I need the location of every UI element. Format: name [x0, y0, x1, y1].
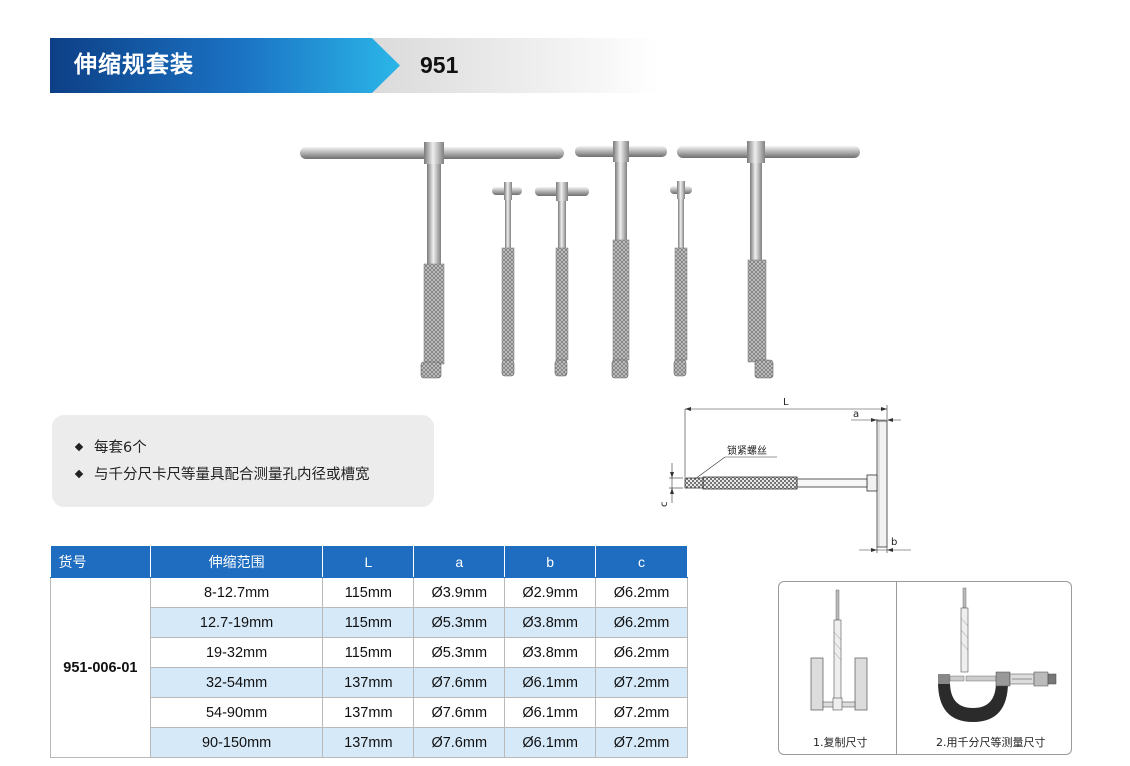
usage-step1-illustration	[810, 589, 868, 711]
table-row: 12.7-19mm 115mm Ø5.3mm Ø3.8mm Ø6.2mm	[51, 607, 688, 638]
gauge-small-2	[535, 182, 589, 377]
product-photo	[300, 141, 860, 379]
usage-step2-caption: 2.用千分尺等测量尺寸	[936, 736, 1046, 749]
header-banner: 伸缩规套装 951	[50, 38, 660, 93]
feature-list: 每套6个 与千分尺卡尺等量具配合测量孔内径或槽宽	[52, 415, 434, 489]
table-header-row: 货号 伸缩范围 L a b c	[50, 546, 688, 578]
col-header-b: b	[504, 546, 597, 578]
spec-table: 货号 伸缩范围 L a b c 951-006-01 8-12.7mm 115m…	[50, 546, 688, 758]
label-a: a	[853, 409, 859, 420]
table-row: 54-90mm 137mm Ø7.6mm Ø6.1mm Ø7.2mm	[51, 697, 688, 728]
gauge-small-3	[670, 181, 692, 377]
table-row: 32-54mm 137mm Ø7.6mm Ø6.1mm Ø7.2mm	[51, 667, 688, 698]
dimension-diagram: L a c b 锁紧螺丝	[659, 397, 911, 553]
col-header-range: 伸缩范围	[150, 546, 324, 578]
item-code: 951-006-01	[50, 577, 151, 758]
feature-box: 每套6个 与千分尺卡尺等量具配合测量孔内径或槽宽	[52, 415, 434, 507]
gauge-small-1	[492, 182, 522, 377]
col-header-code: 货号	[50, 546, 151, 578]
usage-panel: 1.复制尺寸 2.用千分尺等测量尺寸	[778, 581, 1072, 755]
model-number: 951	[420, 52, 459, 78]
lock-screw-label: 锁紧螺丝	[727, 444, 767, 457]
usage-step2-illustration	[938, 587, 1057, 722]
banner-shape	[50, 38, 660, 93]
usage-step1-caption: 1.复制尺寸	[813, 736, 868, 749]
table-row: 90-150mm 137mm Ø7.6mm Ø6.1mm Ø7.2mm	[51, 727, 688, 758]
feature-item: 与千分尺卡尺等量具配合测量孔内径或槽宽	[74, 462, 434, 489]
panel-divider	[896, 582, 897, 754]
table-row: 951-006-01 8-12.7mm 115mm Ø3.9mm Ø2.9mm …	[50, 577, 688, 758]
col-header-c: c	[595, 546, 688, 578]
gauge-medium-1	[575, 141, 667, 379]
feature-item: 每套6个	[74, 435, 434, 462]
table-row: 19-32mm 115mm Ø5.3mm Ø3.8mm Ø6.2mm	[51, 637, 688, 668]
label-b: b	[891, 537, 897, 548]
gauge-large-1	[300, 142, 564, 379]
gauge-large-2	[677, 141, 860, 379]
bullet-icon	[74, 442, 84, 452]
col-header-L: L	[322, 546, 415, 578]
label-c: c	[659, 502, 670, 508]
page-title: 伸缩规套装	[74, 52, 194, 78]
label-L: L	[783, 397, 789, 408]
bullet-icon	[74, 469, 84, 479]
col-header-a: a	[413, 546, 506, 578]
